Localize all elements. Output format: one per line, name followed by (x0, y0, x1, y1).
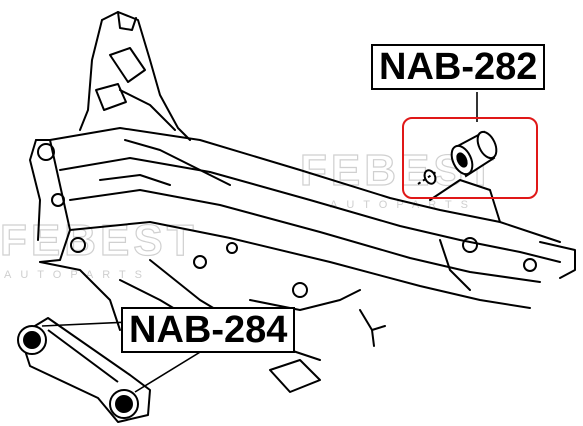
bushing-nab-282-drawing (417, 130, 498, 185)
rear-subframe-drawing (29, 11, 576, 393)
nab-282-highlight-box (402, 117, 538, 199)
part-label-nab-284: NAB-284 (121, 307, 296, 353)
control-arm-nab-284-drawing (17, 317, 151, 423)
part-label-nab-282: NAB-282 (371, 44, 546, 90)
svg-text:AUTOPARTS: AUTOPARTS (4, 269, 151, 281)
svg-text:FEBEST: FEBEST (0, 216, 198, 265)
